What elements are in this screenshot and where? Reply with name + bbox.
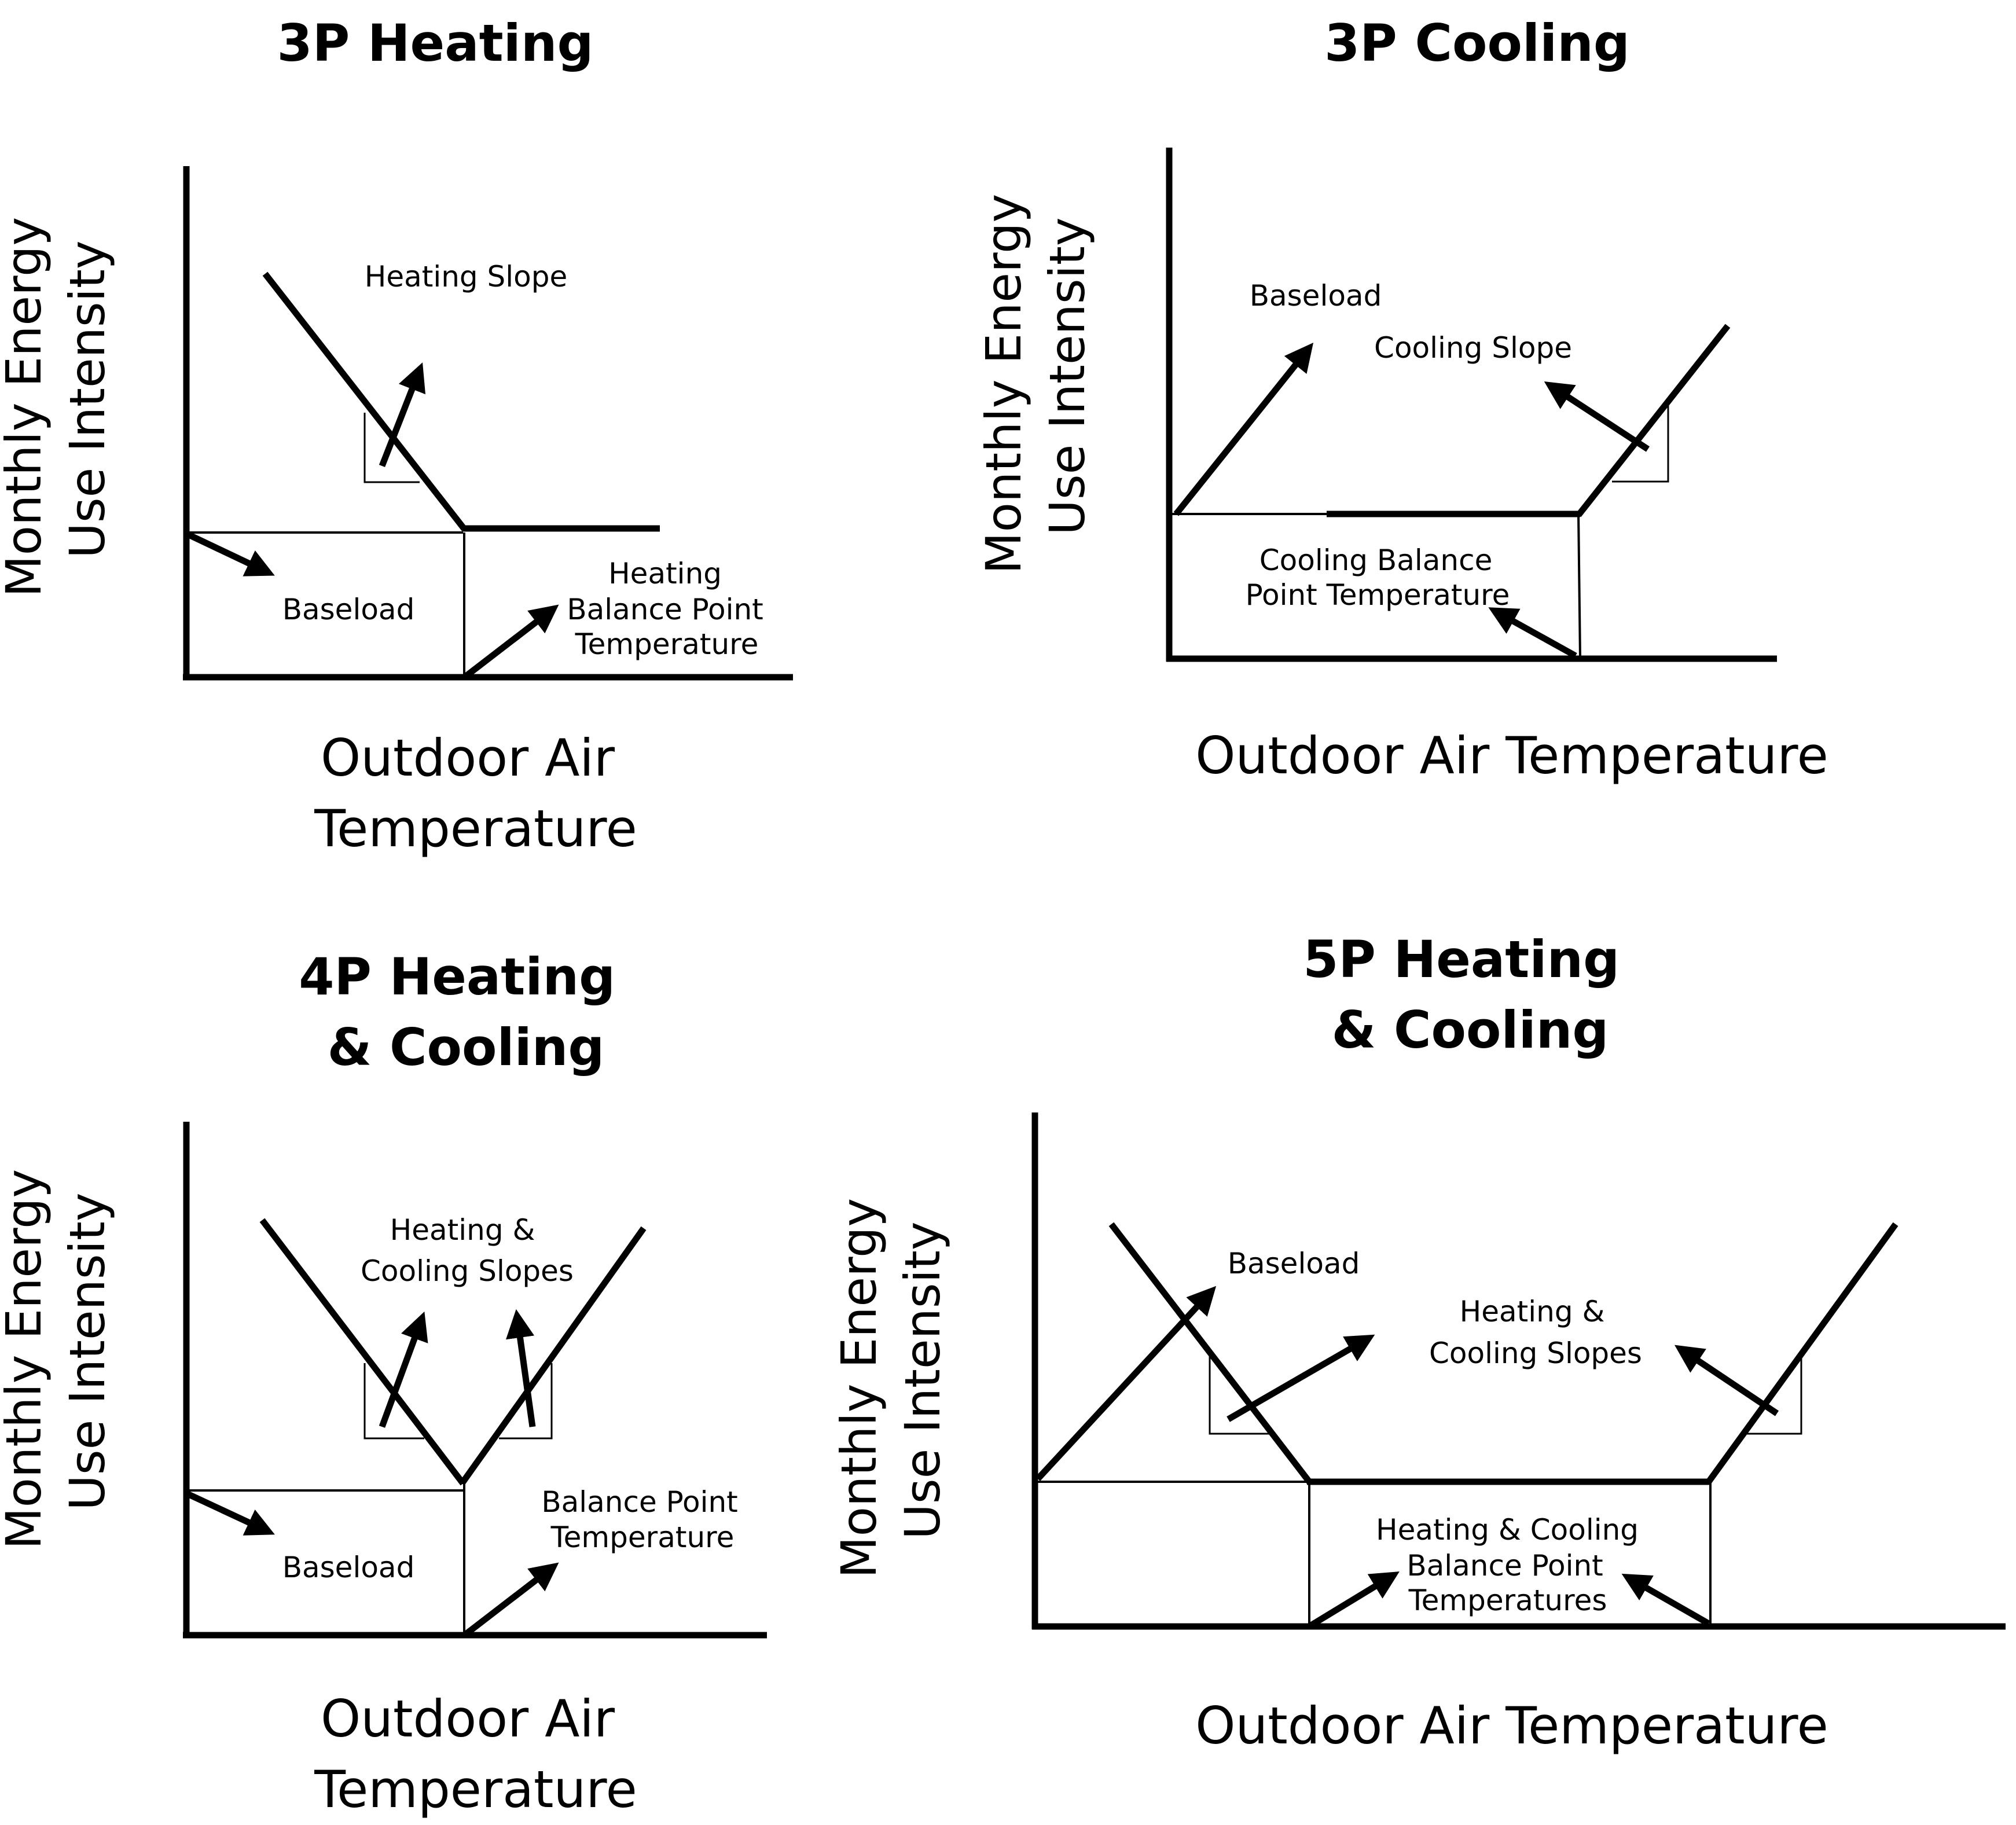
x-axis-label: Outdoor Air Temperature bbox=[314, 728, 637, 858]
heating-slope-line bbox=[1108, 1222, 1312, 1484]
balance-point-label: Cooling Balance Point Temperature bbox=[1246, 544, 1510, 612]
baseload-label: Baseload bbox=[1250, 279, 1382, 313]
baseload-arrow bbox=[185, 531, 275, 576]
panel-title: 4P Heating & Cooling bbox=[299, 947, 633, 1077]
panel-3p-heating: 3P Heating Heating Slope Baseload Heatin… bbox=[0, 13, 793, 858]
baseload-arrow bbox=[1173, 342, 1314, 516]
panel-3p-cooling: 3P Cooling Baseload Cooling Slope Coolin… bbox=[975, 13, 1828, 785]
baseload-label: Baseload bbox=[282, 593, 415, 626]
balance-point-arrow bbox=[464, 1562, 559, 1637]
panel-5p-heating-cooling: 5P Heating & Cooling Baseload Heating & … bbox=[831, 930, 2006, 1756]
cooling-slope-arrow bbox=[506, 1309, 536, 1427]
slopes-label: Heating & Cooling Slopes bbox=[1429, 1295, 1642, 1370]
y-axis-label: Monthly Energy Use Intensity bbox=[975, 178, 1096, 574]
cooling-slope-arrow bbox=[1544, 381, 1650, 452]
cooling-slope-triangle bbox=[499, 1363, 553, 1440]
balance-point-guide bbox=[1577, 513, 1581, 659]
cooling-slope-line bbox=[1576, 324, 1731, 517]
panel-title: 3P Heating bbox=[277, 13, 594, 73]
x-axis-label: Outdoor Air Temperature bbox=[1195, 1696, 1828, 1756]
y-axis-label: Monthly Energy Use Intensity bbox=[0, 1154, 116, 1549]
baseload-label: Baseload bbox=[282, 1551, 415, 1584]
heating-slope-triangle bbox=[1209, 1356, 1270, 1435]
cooling-slope-label: Cooling Slope bbox=[1374, 331, 1572, 365]
slope-triangle bbox=[1612, 403, 1669, 483]
heating-balance-arrow bbox=[1309, 1571, 1400, 1628]
heating-slope-line bbox=[262, 271, 468, 532]
baseload-arrow bbox=[185, 1490, 275, 1536]
baseload-label: Baseload bbox=[1228, 1247, 1360, 1280]
panel-4p-heating-cooling: 4P Heating & Cooling Heating & Cooling S… bbox=[0, 947, 767, 1819]
balance-point-label: Balance Point Temperature bbox=[541, 1485, 747, 1554]
y-axis-label: Monthly Energy Use Intensity bbox=[0, 201, 116, 597]
cooling-slope-arrow bbox=[1675, 1345, 1779, 1416]
panel-title: 5P Heating & Cooling bbox=[1303, 930, 1637, 1060]
cooling-slope-line bbox=[1706, 1222, 1899, 1484]
heating-slope-arrow bbox=[379, 362, 426, 468]
heating-slope-arrow bbox=[1227, 1334, 1375, 1422]
y-axis-label: Monthly Energy Use Intensity bbox=[831, 1183, 951, 1578]
heating-slope-label: Heating Slope bbox=[365, 260, 568, 293]
cooling-slope-triangle bbox=[1743, 1356, 1802, 1435]
heating-slope-triangle bbox=[363, 1363, 424, 1440]
baseload-arrow bbox=[1035, 1286, 1217, 1481]
balance-point-label: Heating & Cooling Balance Point Temperat… bbox=[1376, 1513, 1648, 1617]
balance-point-label: Heating Balance Point Temperature bbox=[567, 557, 772, 661]
heating-slope-line bbox=[259, 1218, 466, 1486]
x-axis-label: Outdoor Air Temperature bbox=[314, 1689, 637, 1819]
cooling-balance-arrow bbox=[1621, 1573, 1710, 1626]
cooling-slope-line bbox=[459, 1226, 647, 1486]
panel-title: 3P Cooling bbox=[1324, 13, 1630, 73]
heating-slope-arrow bbox=[379, 1311, 428, 1428]
slopes-label: Heating & Cooling Slopes bbox=[361, 1213, 574, 1288]
balance-point-arrow bbox=[1488, 607, 1577, 659]
slope-triangle bbox=[363, 413, 420, 483]
balance-point-arrow bbox=[464, 604, 559, 679]
x-axis-label: Outdoor Air Temperature bbox=[1195, 726, 1828, 785]
